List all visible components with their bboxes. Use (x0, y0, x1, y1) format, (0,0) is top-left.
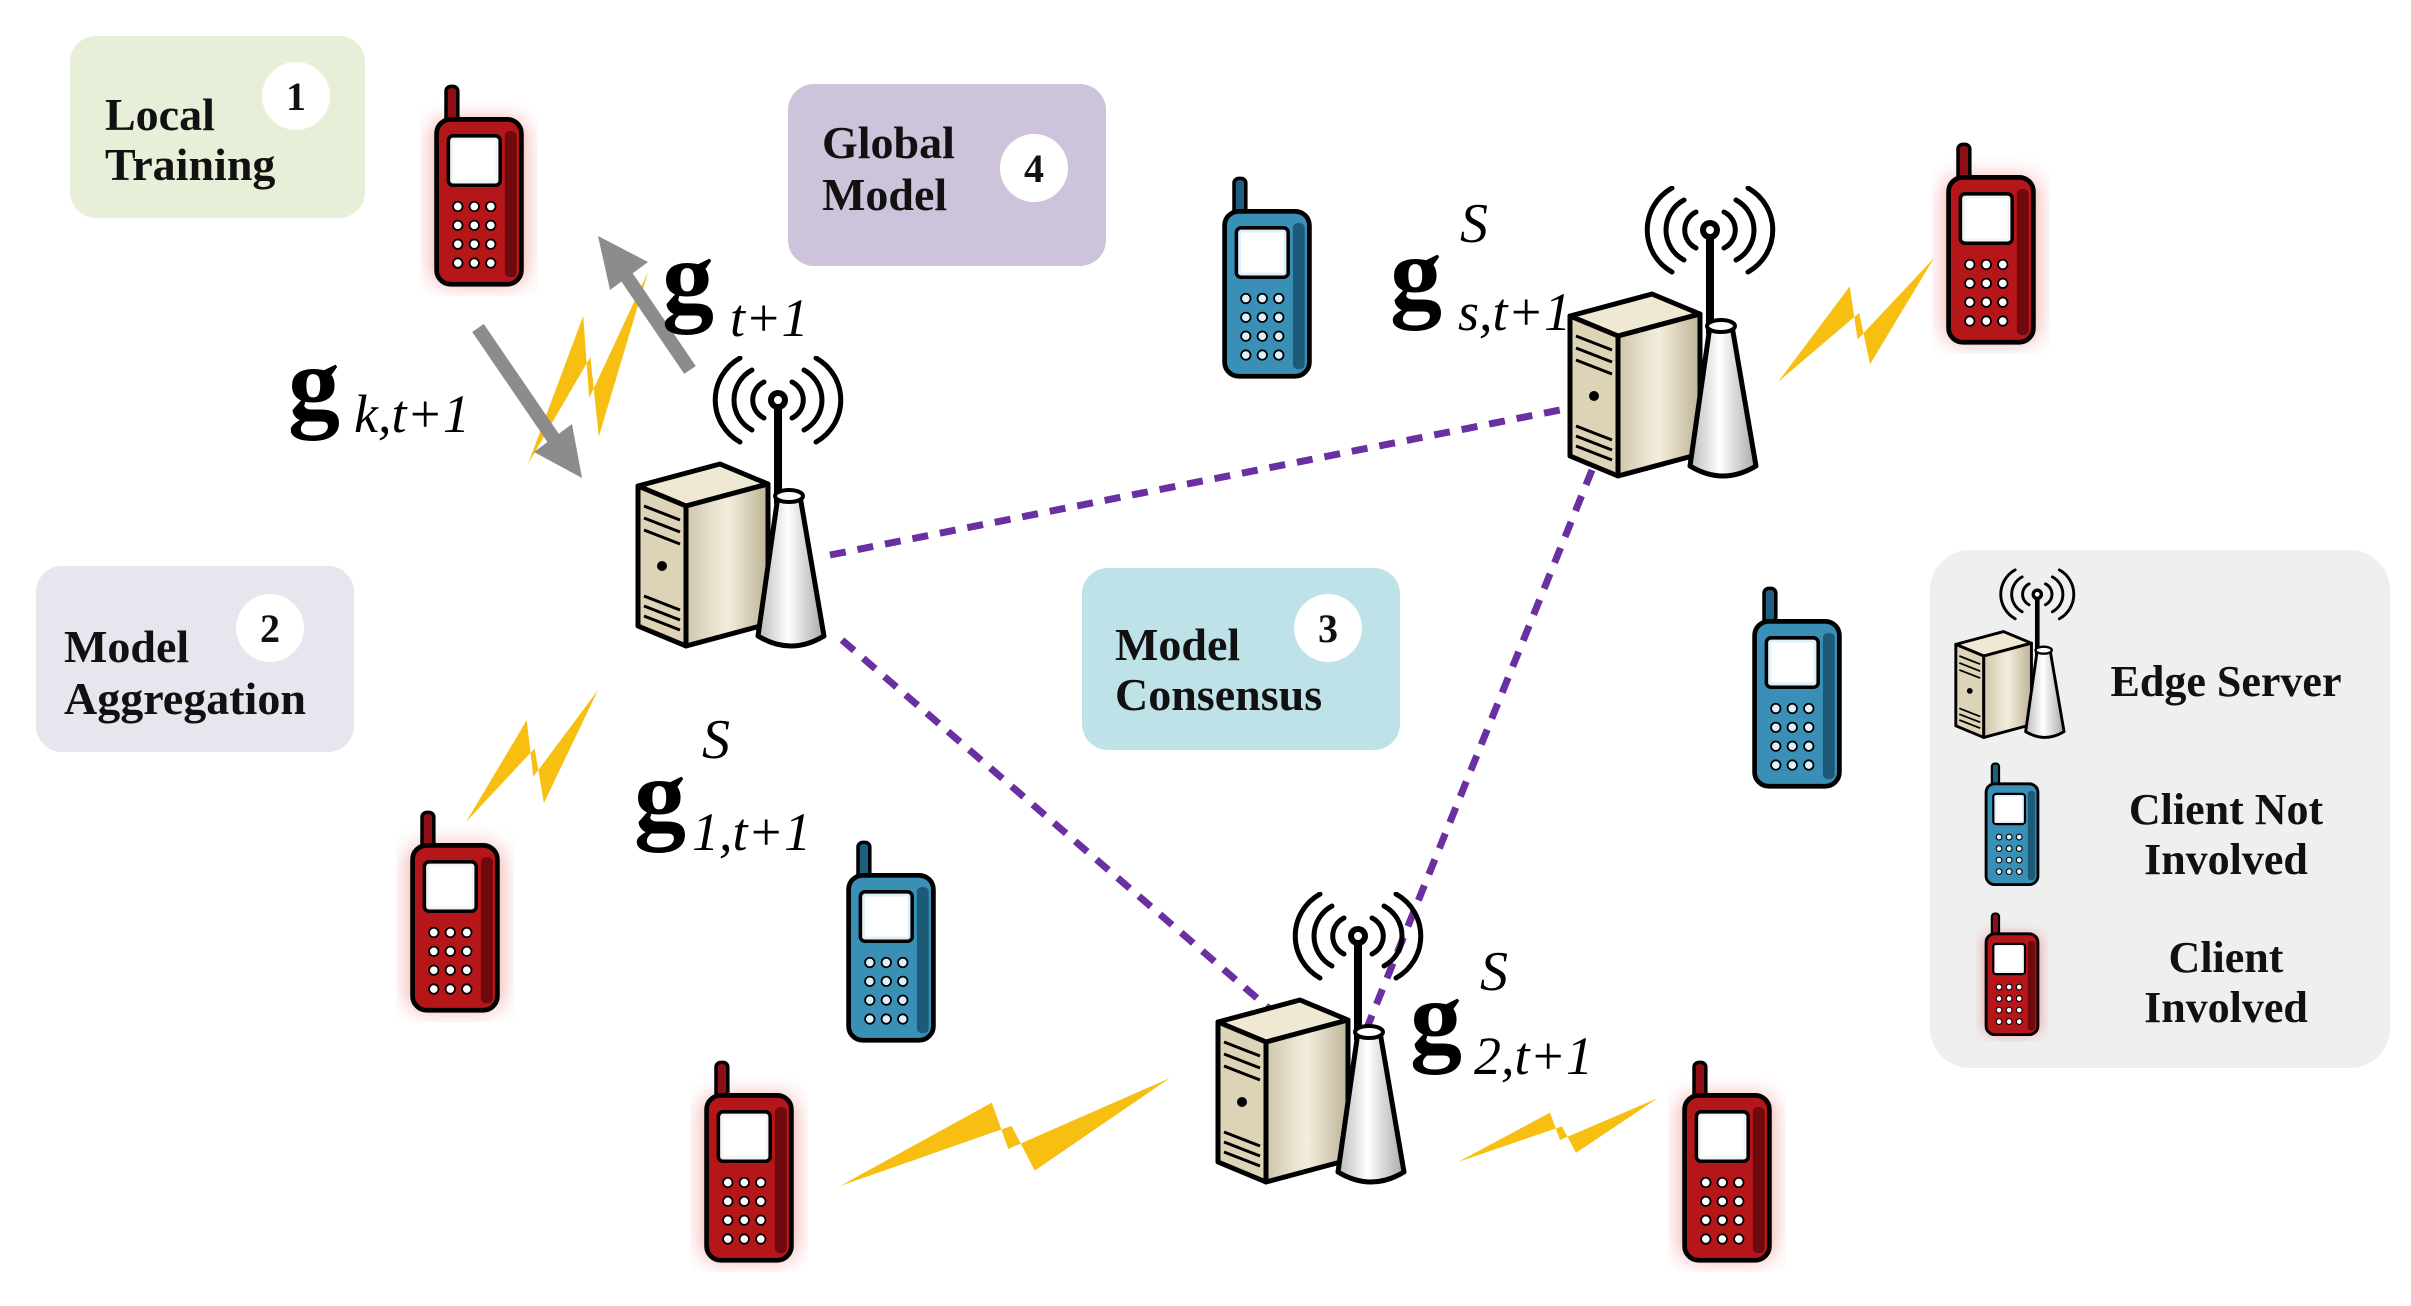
client-not-involved-icon (1755, 588, 1840, 786)
math-g-global: g t+1 (662, 220, 808, 348)
step-model-consensus-number: 3 (1318, 606, 1338, 651)
consensus-link-1-s (829, 404, 1571, 559)
legend: Edge Server Client Not Involved Client I… (1930, 550, 2390, 1068)
math-g-server-2: g S 2,t+1 (1410, 941, 1593, 1086)
math-g-server-s-base: g (1390, 216, 1442, 331)
math-g-client: g k,t+1 (288, 326, 470, 444)
consensus-link-1-2 (839, 637, 1283, 1021)
consensus-links (829, 404, 1596, 1052)
step-local-training: Local Training 1 (70, 36, 365, 218)
step-model-aggregation-line2: Aggregation (64, 673, 306, 724)
client-not-involved-icon (1225, 178, 1310, 376)
step-number-badge (1000, 134, 1068, 202)
math-g-client-base: g (288, 326, 340, 441)
math-g-server-2-base: g (1410, 960, 1462, 1075)
step-model-aggregation: Model Aggregation 2 (36, 566, 354, 752)
math-g-server-2-sub: 2,t+1 (1474, 1026, 1593, 1086)
client-involved-icon (432, 86, 526, 284)
upload-arrow-icon (598, 236, 696, 374)
step-number-badge (236, 594, 304, 662)
legend-edge-server-label: Edge Server (2111, 657, 2342, 706)
client-involved-icon (1680, 1062, 1774, 1260)
step-global-model-line1: Global (822, 117, 955, 168)
math-g-server-2-sup: S (1480, 941, 1508, 1003)
math-g-server-1-sup: S (702, 709, 730, 771)
step-local-training-line2: Training (105, 139, 275, 190)
step-global-model-number: 4 (1024, 146, 1044, 191)
step-model-consensus-line2: Consensus (1115, 669, 1322, 720)
step-global-model-box (788, 84, 1106, 266)
math-g-client-sub: k,t+1 (354, 384, 470, 444)
lightning-bolt-icon (1778, 258, 1934, 382)
consensus-link-s-2 (1354, 468, 1596, 1052)
step-global-model-line2: Model (822, 169, 947, 220)
math-g-server-s: g S s,t+1 (1390, 193, 1571, 342)
step-local-training-number: 1 (286, 74, 306, 119)
math-g-global-sub: t+1 (730, 288, 808, 348)
lightning-bolt-icon (466, 690, 598, 822)
legend-client-not-involved-line2: Involved (2144, 835, 2308, 884)
client-involved-icon (702, 1062, 796, 1260)
math-g-global-base: g (662, 220, 714, 335)
step-local-training-line1: Local (105, 89, 215, 140)
legend-client-involved-line1: Client (2169, 933, 2284, 982)
lightning-bolt-icon (840, 1078, 1170, 1186)
lightning-bolt-icon (1458, 1098, 1658, 1162)
step-model-consensus-line1: Model (1115, 619, 1240, 670)
client-not-involved-icon (849, 842, 934, 1040)
edge-server-1-icon (638, 358, 841, 646)
legend-client-not-involved-line1: Client Not (2129, 785, 2324, 834)
step-number-badge (1294, 594, 1362, 662)
math-g-server-1-sub: 1,t+1 (692, 802, 811, 862)
math-g-server-1-base: g (634, 738, 686, 853)
edge-server-s-icon (1570, 188, 1773, 476)
step-number-badge (262, 62, 330, 130)
client-involved-icon (408, 812, 502, 1010)
math-g-server-s-sup: S (1460, 193, 1488, 255)
edge-server-2-icon (1218, 894, 1421, 1182)
step-model-aggregation-line1: Model (64, 621, 189, 672)
step-model-consensus: Model Consensus 3 (1082, 568, 1400, 750)
step-model-aggregation-number: 2 (260, 606, 280, 651)
download-arrow-icon (472, 324, 582, 478)
client-involved-icon (1944, 144, 2038, 342)
math-g-server-1: g S 1,t+1 (634, 709, 811, 862)
step-global-model: Global Model 4 (788, 84, 1106, 266)
math-g-server-s-sub: s,t+1 (1458, 282, 1571, 342)
legend-client-involved-line2: Involved (2144, 983, 2308, 1032)
